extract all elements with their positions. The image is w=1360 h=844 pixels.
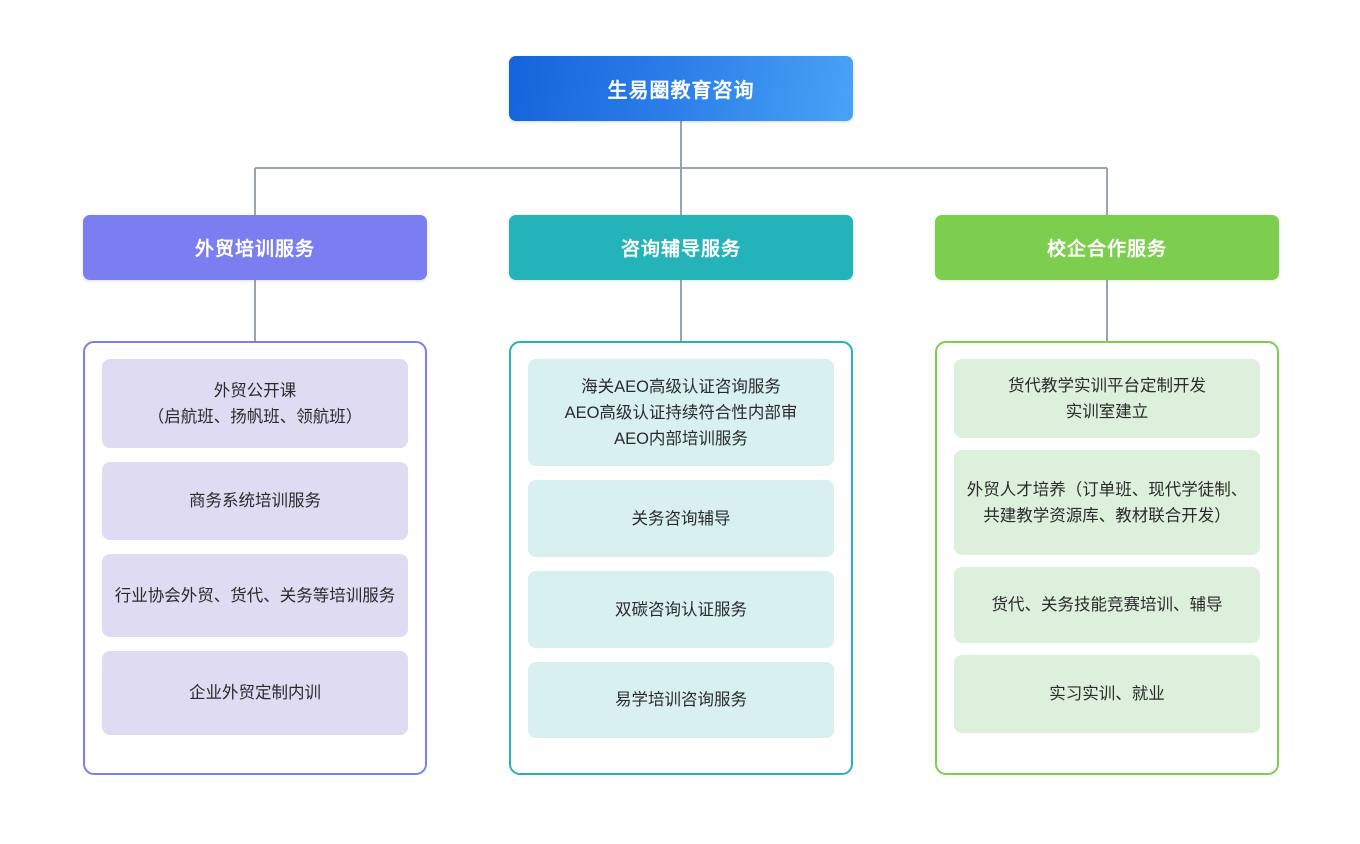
branch-column-consulting: 咨询辅导服务 海关AEO高级认证咨询服务 AEO高级认证持续符合性内部审 AEO… <box>509 215 853 775</box>
branch-header-training[interactable]: 外贸培训服务 <box>83 215 427 280</box>
service-card[interactable]: 商务系统培训服务 <box>102 462 408 540</box>
service-card[interactable]: 实习实训、就业 <box>954 655 1260 733</box>
service-card[interactable]: 行业协会外贸、货代、关务等培训服务 <box>102 554 408 637</box>
branch-header-consulting[interactable]: 咨询辅导服务 <box>509 215 853 280</box>
service-card[interactable]: 货代教学实训平台定制开发 实训室建立 <box>954 359 1260 438</box>
root-node[interactable]: 生易圈教育咨询 <box>509 56 853 121</box>
branch-header-school-enterprise[interactable]: 校企合作服务 <box>935 215 1279 280</box>
service-card[interactable]: 关务咨询辅导 <box>528 480 834 557</box>
branch-body-school-enterprise: 货代教学实训平台定制开发 实训室建立 外贸人才培养（订单班、现代学徒制、共建教学… <box>935 341 1279 775</box>
service-card[interactable]: 外贸公开课 （启航班、扬帆班、领航班） <box>102 359 408 448</box>
branch-body-training: 外贸公开课 （启航班、扬帆班、领航班） 商务系统培训服务 行业协会外贸、货代、关… <box>83 341 427 775</box>
service-card[interactable]: 易学培训咨询服务 <box>528 662 834 738</box>
service-card[interactable]: 货代、关务技能竞赛培训、辅导 <box>954 567 1260 643</box>
service-card[interactable]: 企业外贸定制内训 <box>102 651 408 735</box>
service-card[interactable]: 双碳咨询认证服务 <box>528 571 834 648</box>
branch-column-school-enterprise: 校企合作服务 货代教学实训平台定制开发 实训室建立 外贸人才培养（订单班、现代学… <box>935 215 1279 775</box>
service-card[interactable]: 外贸人才培养（订单班、现代学徒制、共建教学资源库、教材联合开发） <box>954 450 1260 555</box>
branch-body-consulting: 海关AEO高级认证咨询服务 AEO高级认证持续符合性内部审 AEO内部培训服务 … <box>509 341 853 775</box>
branch-column-training: 外贸培训服务 外贸公开课 （启航班、扬帆班、领航班） 商务系统培训服务 行业协会… <box>83 215 427 775</box>
service-card[interactable]: 海关AEO高级认证咨询服务 AEO高级认证持续符合性内部审 AEO内部培训服务 <box>528 359 834 466</box>
